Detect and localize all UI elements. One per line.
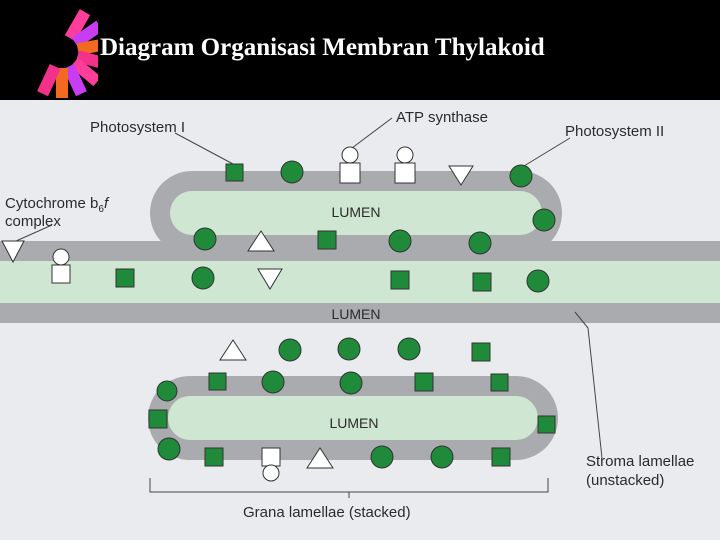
photosystem-2-circle [339, 371, 363, 395]
photosystem-2-circle [397, 337, 421, 361]
atp-synthase-base [339, 162, 361, 184]
label-photosystem-2: Photosystem II [565, 123, 664, 140]
photosystem-2-circle [261, 370, 285, 394]
atp-synthase-head [262, 464, 280, 482]
thylakoid-svg: LUMEN LUMEN LUMEN [0, 109, 720, 521]
atp-synthase-base [394, 162, 416, 184]
photosystem-1-square [208, 372, 227, 391]
atp-synthase-head [52, 248, 70, 266]
label-cytochrome-complex: complex [5, 213, 61, 230]
photosystem-1-square [537, 415, 556, 434]
lumen-label-stroma: LUMEN [331, 306, 380, 322]
photosystem-2-circle [532, 208, 556, 232]
photosystem-2-circle [526, 269, 550, 293]
photosystem-2-circle [157, 437, 181, 461]
page-title: Diagram Organisasi Membran Thylakoid [100, 34, 545, 61]
lumen-label-top: LUMEN [331, 204, 380, 220]
photosystem-1-square [414, 372, 434, 392]
photosystem-1-square [490, 373, 509, 392]
photosystem-2-circle [430, 445, 454, 469]
bottom-granum-lumen [168, 396, 538, 440]
photosystem-2-circle [509, 164, 533, 188]
photosystem-1-square [225, 163, 244, 182]
cytochrome-triangle [219, 339, 247, 361]
label-stroma-lamellae: Stroma lamellae [586, 453, 694, 470]
cytochrome-triangle [247, 230, 275, 252]
photosystem-2-circle [468, 231, 492, 255]
label-atp-synthase: ATP synthase [396, 109, 488, 126]
photosystem-2-circle [337, 337, 361, 361]
leader-line-atp-synthase [351, 117, 393, 149]
photosystem-2-circle [278, 338, 302, 362]
photosystem-1-square [204, 447, 224, 467]
atp-synthase-head [341, 146, 359, 164]
photosystem-1-square [115, 268, 135, 288]
cytochrome-triangle [448, 165, 474, 186]
cytochrome-triangle [1, 240, 25, 264]
photosystem-2-circle [191, 266, 215, 290]
photosystem-2-circle [156, 380, 178, 402]
label-photosystem-1: Photosystem I [90, 119, 185, 136]
label-grana-lamellae: Grana lamellae (stacked) [243, 504, 411, 521]
photosystem-1-square [491, 447, 511, 467]
leader-line-cytochrome [15, 224, 53, 242]
photosystem-1-square [471, 342, 491, 362]
photosystem-2-circle [388, 229, 412, 253]
atp-synthase-head [396, 146, 414, 164]
label-cytochrome: Cytochrome b6f [5, 195, 110, 215]
thylakoid-diagram: LUMEN LUMEN LUMEN [0, 100, 720, 540]
cytochrome-triangle [306, 447, 334, 469]
label-cytochrome-f: f [104, 195, 110, 212]
photosystem-2-circle [280, 160, 304, 184]
photosystem-2-circle [193, 227, 217, 251]
grana-bracket [149, 478, 549, 493]
fan-logo-icon [37, 9, 98, 98]
leader-line-photosystem-2 [523, 137, 571, 167]
photosystem-1-square [317, 230, 337, 250]
leader-line-stroma [574, 311, 603, 459]
cytochrome-triangle [257, 268, 283, 290]
top-granum-lumen [170, 191, 542, 235]
photosystem-1-square [472, 272, 492, 292]
label-cytochrome-b: Cytochrome b [5, 195, 98, 212]
atp-synthase-base [51, 264, 71, 284]
slide-header: Diagram Organisasi Membran Thylakoid [0, 0, 720, 100]
stroma-lamella-lumen [0, 261, 720, 303]
leader-line-photosystem-1 [174, 132, 234, 165]
photosystem-1-square [390, 270, 410, 290]
photosystem-2-circle [370, 445, 394, 469]
label-cytochrome-sub: 6 [98, 204, 104, 215]
atp-synthase-base [261, 447, 281, 467]
photosystem-1-square [148, 409, 168, 429]
label-stroma-unstacked: (unstacked) [586, 472, 664, 489]
lumen-label-bottom: LUMEN [329, 415, 378, 431]
